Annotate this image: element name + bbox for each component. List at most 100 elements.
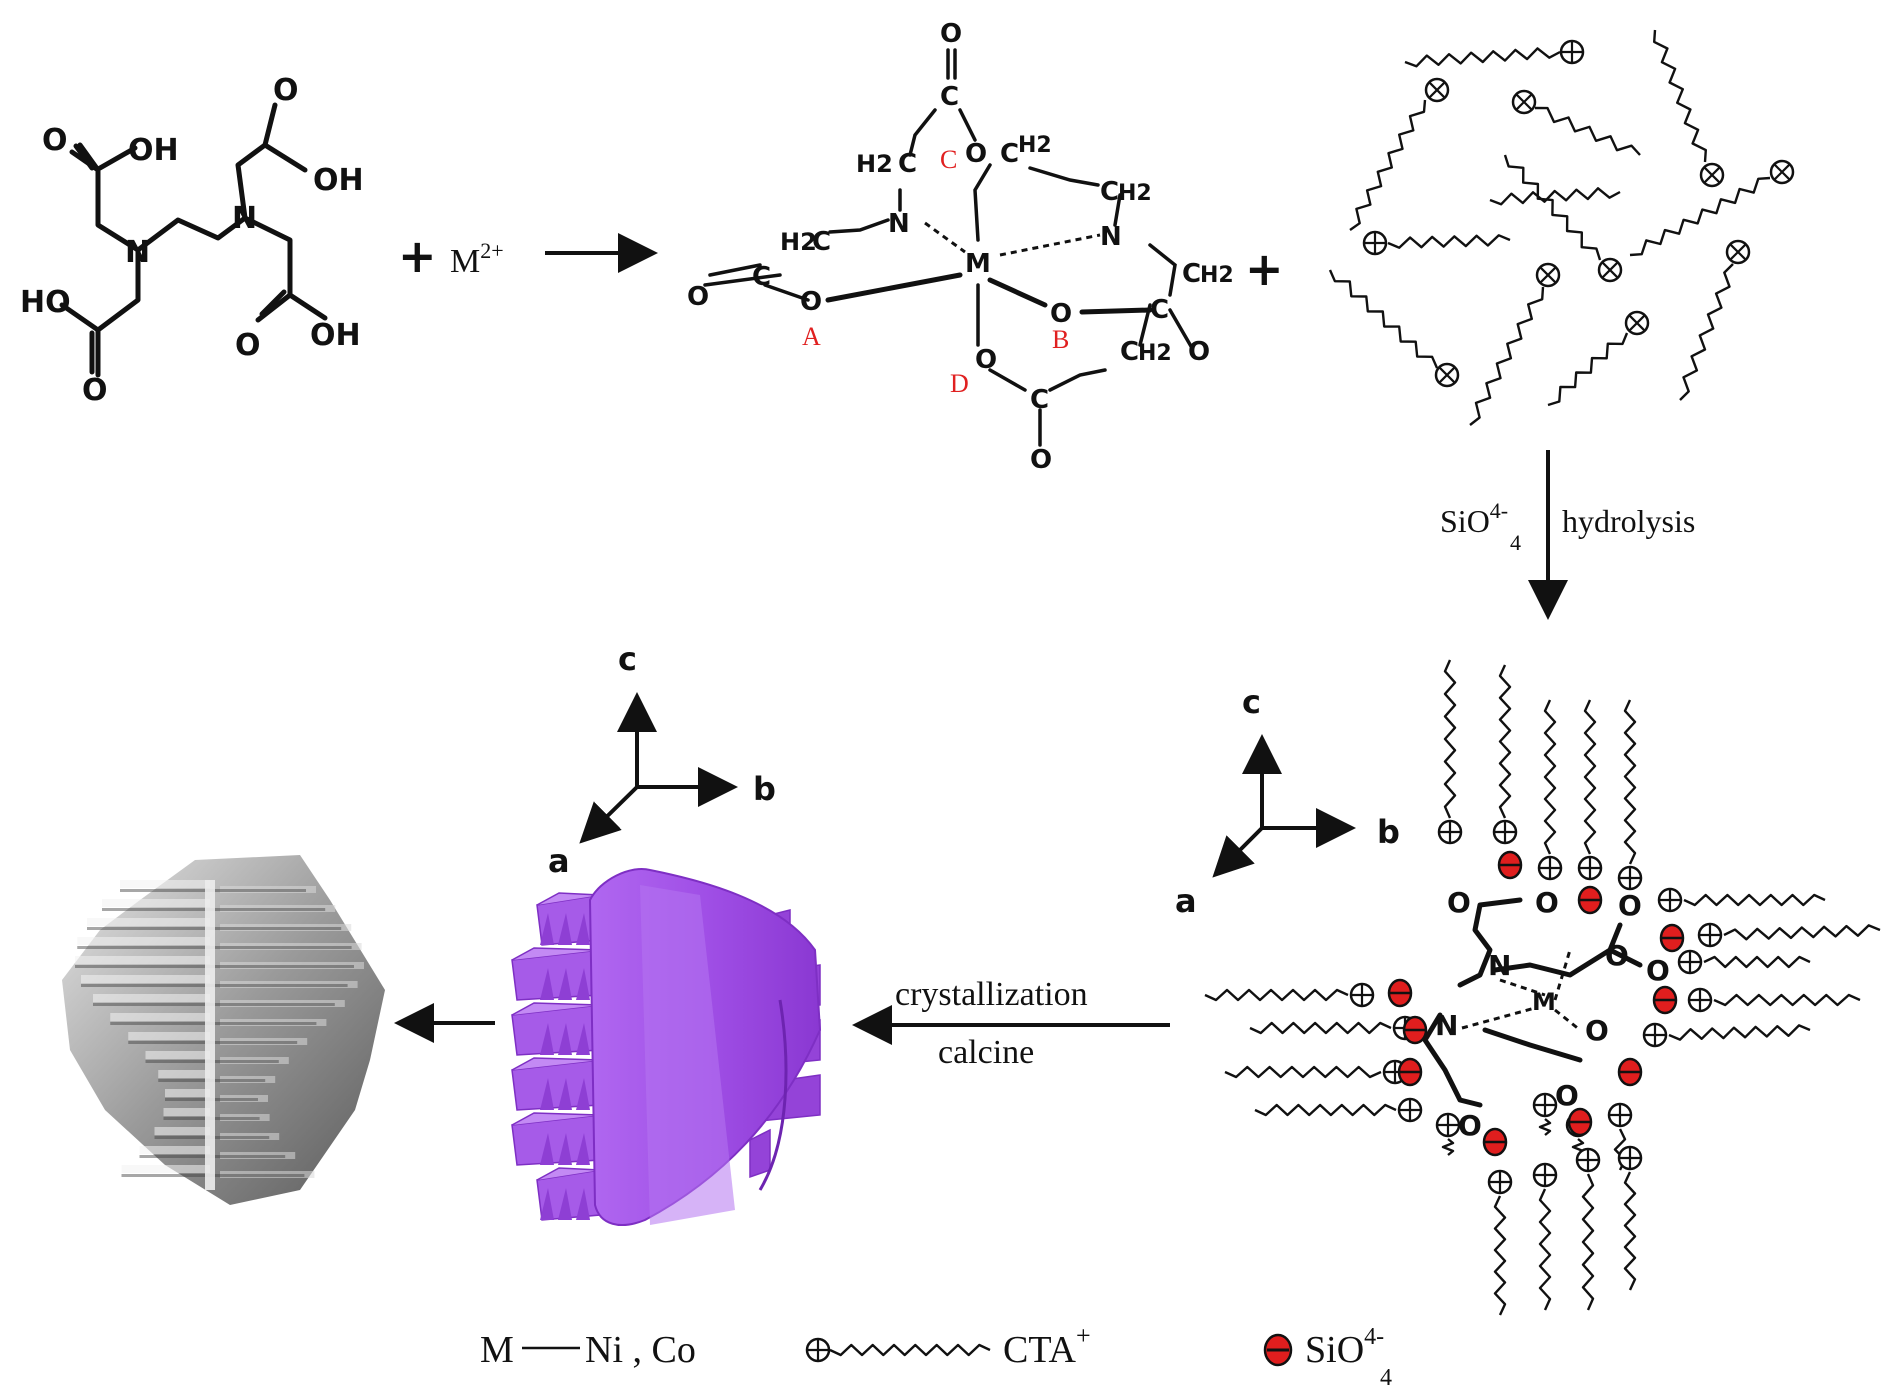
site-label-b: B [1052, 325, 1069, 354]
axis-c-left: c [618, 640, 637, 678]
legend-silicate-label: SiO4- [1305, 1324, 1384, 1371]
sem-terrace [128, 1032, 210, 1040]
sem-terrace [220, 1038, 308, 1045]
cta-head [1687, 987, 1713, 1013]
silicate-anion [1397, 1057, 1423, 1087]
complex-c-right: C [1182, 259, 1201, 289]
cta-head [1532, 1162, 1558, 1188]
cta-tail [1498, 664, 1512, 819]
axis-b-left: b [753, 770, 776, 808]
legend-metal-label: M [480, 1329, 514, 1371]
sem-terrace [220, 1114, 270, 1121]
silicate-anion [1617, 1057, 1643, 1087]
legend-silicate-symbol [1263, 1333, 1293, 1367]
cta-tail [1703, 955, 1811, 969]
crystal-spike [558, 968, 572, 1000]
sem-terrace [220, 943, 362, 950]
cta-tail [1387, 234, 1511, 249]
complex-o-c: O [965, 139, 987, 169]
cta-tail [1538, 1188, 1552, 1311]
crystallization-text: crystallization [895, 976, 1088, 1013]
complex-o-b: O [1050, 299, 1072, 329]
legend-cta-tail [829, 1343, 991, 1357]
edta-oh-right: OH [313, 163, 364, 198]
sem-terrace [77, 937, 210, 945]
sem-terrace [145, 1051, 210, 1059]
crystal-spike [540, 968, 554, 1000]
sem-terrace [102, 899, 210, 907]
cta-tail [1503, 154, 1602, 261]
metal-complex: O C H2 C O C H2 C H2 N N H2 C M C H2 O C… [687, 19, 1234, 475]
crystal-fin-top [536, 1167, 601, 1181]
cta-tail [1713, 993, 1861, 1007]
legend-silicate-sub: 4 [1380, 1365, 1392, 1391]
sem-terrace [110, 1013, 210, 1021]
cta-tail [1679, 263, 1734, 401]
cta-head [1677, 949, 1703, 975]
cta-head [1607, 1102, 1633, 1128]
silicate-anion [1659, 923, 1685, 953]
cta-tail [1328, 269, 1439, 369]
sem-terrace [154, 1127, 210, 1135]
crystal-fin-top [536, 892, 601, 906]
template-atom: O [1458, 1109, 1482, 1142]
calcine-text: calcine [938, 1034, 1034, 1071]
complex-o-top: O [940, 19, 962, 49]
axes-left: c b a [548, 640, 776, 880]
crystal-spike [576, 1078, 590, 1110]
edta-o-bottom-left: O [82, 373, 108, 408]
cta-tail [1249, 1021, 1392, 1035]
cta-tail [1623, 699, 1637, 865]
cta-head [1435, 1112, 1461, 1138]
complex-c-bottom: C [1030, 385, 1049, 415]
cta-head [1537, 855, 1563, 881]
complex-n-left: N [888, 209, 910, 239]
cta-head [1597, 257, 1623, 283]
complex-c-top: C [940, 82, 959, 112]
cta-head [1725, 239, 1751, 265]
sem-terrace [165, 1089, 210, 1097]
template-atom: M [1532, 988, 1556, 1016]
crystal-spike [540, 913, 554, 945]
crystal-fin-top [511, 947, 601, 961]
crystal-spike [558, 1023, 572, 1055]
crystal-spike [576, 1188, 590, 1220]
edta-o-bottom-right: O [235, 328, 261, 363]
legend-cta-label: CTA+ [1003, 1321, 1091, 1371]
crystal-spike [540, 1078, 554, 1110]
cta-tail [1469, 286, 1545, 426]
cta-tail [1349, 99, 1427, 231]
hydrolysis-species-sub: 4 [1510, 530, 1521, 555]
cta-head [1487, 1169, 1513, 1195]
plus-sign-1: + [398, 229, 437, 283]
complex-o-d: O [975, 345, 997, 375]
cta-tail [1543, 699, 1557, 855]
complex-c-far-left: C [752, 262, 771, 292]
crystal-spike [576, 1133, 590, 1165]
crystal-spike [540, 1023, 554, 1055]
sem-terrace [120, 880, 210, 888]
cta-head [1577, 855, 1603, 881]
silicate-anion [1652, 985, 1678, 1015]
sem-terrace [220, 1171, 315, 1178]
sem-terrace [220, 962, 364, 969]
crystal-model [511, 868, 822, 1226]
complex-c-h2-top: C [1000, 139, 1019, 169]
site-label-a: A [802, 322, 821, 351]
cta-head [1769, 159, 1795, 185]
axes-right: c b a [1175, 683, 1400, 920]
cta-head [1434, 362, 1460, 388]
template-atom: N [1488, 949, 1511, 982]
sem-terrace [220, 886, 316, 893]
edta-n-right: N [232, 201, 257, 236]
hydrolysis-text: hydrolysis [1562, 503, 1695, 539]
complex-c-left: C [812, 227, 831, 257]
cta-head [1511, 89, 1537, 115]
axis-a-right: a [1175, 882, 1197, 920]
cta-tail [1623, 1171, 1637, 1291]
crystal-spike [558, 1078, 572, 1110]
plus-sign-2: + [1245, 242, 1284, 296]
complex-h2-right: H2 [1200, 263, 1234, 288]
site-label-c: C [940, 145, 957, 174]
